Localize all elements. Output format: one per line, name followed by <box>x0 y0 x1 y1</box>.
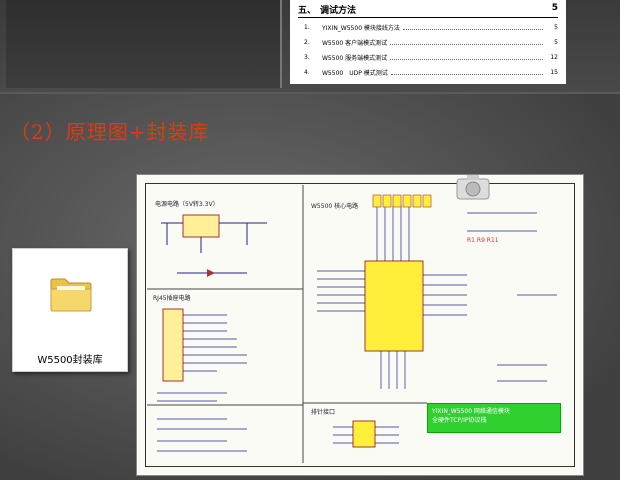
rj45-section-label: RJ45插座电路 <box>153 295 191 302</box>
schematic-image: 电源电路（5V转3.3V） W5500 核心电路 RJ45插座电路 排针接口 R… <box>136 174 584 476</box>
table-of-contents: 五、 调试方法 5 1. YIXIN_W5500 模块接线方法 5 2. W55… <box>290 0 566 84</box>
toc-leader <box>390 39 543 45</box>
folder-card[interactable]: W5500封装库 <box>12 248 128 372</box>
toc-row-text: W5500 服务端模式测试 <box>322 54 388 62</box>
toc-row-page: 5 <box>554 23 558 31</box>
toc-row-text: W5500 UDP 模式测试 <box>322 69 388 77</box>
title-block-line1: YIXIN_W5500 网络通信模块 <box>432 408 510 415</box>
toc-row-text: W5500 客户端模式测试 <box>322 39 388 47</box>
power-section-label: 电源电路（5V转3.3V） <box>155 201 219 208</box>
core-section-label: W5500 核心电路 <box>311 203 359 210</box>
toc-row-number: 4. <box>304 68 310 76</box>
toc-row-number: 3. <box>304 53 310 61</box>
title-block-line2: 全硬件TCP/IP协议栈 <box>432 417 487 424</box>
toc-row-number: 2. <box>304 38 310 46</box>
toc-row: 2. W5500 客户端模式测试 5 <box>304 37 558 47</box>
folder-label: W5500封装库 <box>37 355 103 366</box>
toc-header-page: 5 <box>551 3 558 13</box>
header-section-label: 排针接口 <box>311 409 336 416</box>
top-panel: 五、 调试方法 5 1. YIXIN_W5500 模块接线方法 5 2. W55… <box>0 0 620 92</box>
toc-row-text: YIXIN_W5500 模块接线方法 <box>322 24 400 32</box>
toc-header-title: 调试方法 <box>320 6 357 16</box>
schematic-drawing <box>147 185 557 463</box>
toc-row-page: 5 <box>554 38 558 46</box>
folder-icon <box>50 278 92 312</box>
toc-leader <box>402 24 543 30</box>
section-title: （2）原理图+封装库 <box>10 120 210 144</box>
resistor-note: R1 R9 R11 <box>467 237 499 244</box>
toc-leader <box>390 54 543 60</box>
toc-row-page: 12 <box>550 53 558 61</box>
toc-leader <box>390 69 543 75</box>
toc-header: 五、 调试方法 5 <box>298 3 558 18</box>
toc-row: 3. W5500 服务端模式测试 12 <box>304 52 558 62</box>
toc-row-number: 1. <box>304 23 310 31</box>
toc-row: 1. YIXIN_W5500 模块接线方法 5 <box>304 22 558 32</box>
toc-row: 4. W5500 UDP 模式测试 15 <box>304 67 558 77</box>
schematic-frame <box>145 183 575 467</box>
camera-watermark-icon <box>456 175 490 200</box>
toc-header-number: 五、 <box>298 6 317 16</box>
toc-row-page: 15 <box>550 68 558 76</box>
dark-slide-area <box>6 0 282 88</box>
title-block: YIXIN_W5500 网络通信模块 全硬件TCP/IP协议栈 <box>427 403 561 433</box>
